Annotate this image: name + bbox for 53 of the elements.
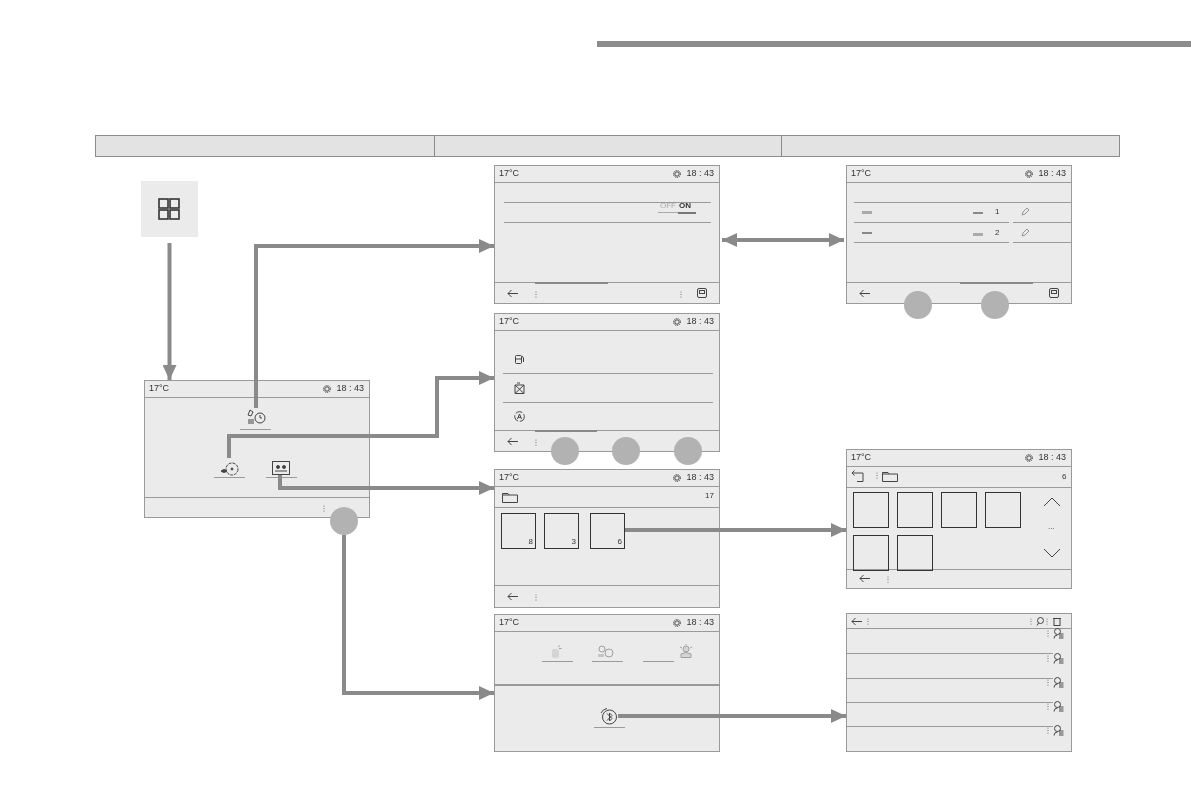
settings-icon xyxy=(220,459,240,477)
item-count: 3 xyxy=(571,538,576,546)
screen-panel xyxy=(144,380,370,518)
app-tile xyxy=(141,181,198,237)
status-text: ... xyxy=(1048,523,1055,531)
photo-tile xyxy=(544,513,579,549)
screen-panel xyxy=(494,614,720,752)
screen-panel xyxy=(846,449,1072,589)
status-text: 1 xyxy=(995,208,1000,216)
temperature-text: 17°C xyxy=(149,384,170,393)
temperature-text: 17°C xyxy=(851,169,872,178)
toggle-label: ON xyxy=(679,202,691,210)
item-count: 8 xyxy=(528,538,533,546)
arrow xyxy=(722,233,844,247)
screen-panel xyxy=(846,613,1072,752)
bluetooth-icon xyxy=(600,708,619,726)
screen-panel xyxy=(494,165,720,304)
arrow xyxy=(342,535,494,700)
callout-circle xyxy=(330,507,358,535)
climate-timer-icon xyxy=(247,409,267,425)
status-text: 17 xyxy=(705,492,714,500)
temperature-text: 17°C xyxy=(499,473,520,482)
arrow xyxy=(227,371,494,458)
callout-circle xyxy=(551,437,579,465)
clock-text: 18 : 43 xyxy=(1038,453,1066,462)
clock-text: 18 : 43 xyxy=(1038,169,1066,178)
callout-circle xyxy=(904,291,932,319)
screen-panel xyxy=(494,469,720,608)
arrow xyxy=(254,239,494,408)
item-count: 6 xyxy=(617,538,622,546)
arrow xyxy=(618,709,846,723)
temperature-text: 17°C xyxy=(851,453,872,462)
temperature-text: 17°C xyxy=(499,618,520,627)
clock-text: 18 : 43 xyxy=(686,317,714,326)
clock-text: 18 : 43 xyxy=(336,384,364,393)
callout-circle xyxy=(612,437,640,465)
arrow xyxy=(278,474,494,495)
contacts-icon xyxy=(272,461,290,475)
clock-text: 18 : 43 xyxy=(686,618,714,627)
temperature-text: 17°C xyxy=(499,317,520,326)
clock-text: 18 : 43 xyxy=(686,473,714,482)
clock-text: 18 : 43 xyxy=(686,169,714,178)
arrow xyxy=(162,243,177,380)
callout-circle xyxy=(674,437,702,465)
photo-tile xyxy=(590,513,625,549)
photo-tile xyxy=(501,513,536,549)
temperature-text: 17°C xyxy=(499,169,520,178)
screen-panel xyxy=(846,165,1072,304)
arrow xyxy=(624,523,846,537)
callout-circle xyxy=(981,291,1009,319)
status-text: 6 xyxy=(1062,473,1067,481)
status-text: 2 xyxy=(995,229,1000,237)
screen-panel xyxy=(494,313,720,452)
